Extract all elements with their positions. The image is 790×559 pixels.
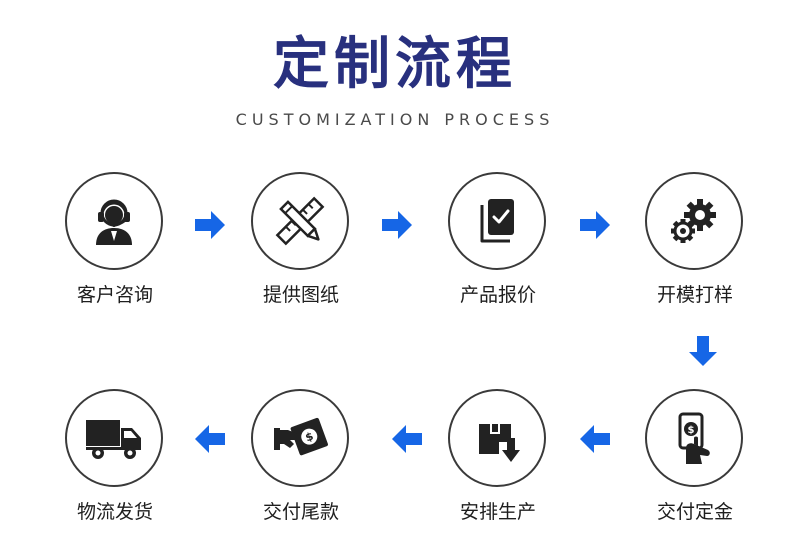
step-icon-ring: $ <box>251 389 349 487</box>
step-icon-ring <box>448 389 546 487</box>
step-logistics-shipping: 物流发货 <box>60 389 170 559</box>
ruler-pencil-icon <box>275 196 325 246</box>
step-pay-deposit: $ 交付定金 <box>640 389 750 559</box>
step-provide-drawings: 提供图纸 <box>246 172 356 342</box>
page-subtitle: CUSTOMIZATION PROCESS <box>235 110 555 129</box>
step-label: 交付定金 <box>656 501 733 523</box>
step-label: 安排生产 <box>459 501 536 523</box>
delivery-truck-icon <box>86 420 141 459</box>
step-icon-ring <box>65 172 163 270</box>
gears-icon <box>671 199 716 243</box>
step-label: 产品报价 <box>459 284 536 306</box>
arrow-down-icon <box>686 334 720 368</box>
hand-money-icon: $ <box>678 412 710 464</box>
box-download-icon <box>479 424 520 462</box>
arrow-left-icon <box>390 422 424 456</box>
arrow-left-icon <box>578 422 612 456</box>
step-icon-ring <box>251 172 349 270</box>
step-icon-ring: $ <box>645 389 743 487</box>
arrow-right-icon <box>380 208 414 242</box>
arrow-right-icon <box>193 208 227 242</box>
step-customer-consultation: 客户咨询 <box>60 172 170 342</box>
step-icon-ring <box>448 172 546 270</box>
arrow-left-icon <box>193 422 227 456</box>
page-title: 定制流程 <box>273 32 517 97</box>
headset-person-icon <box>96 199 132 245</box>
step-product-quote: 产品报价 <box>443 172 553 342</box>
document-check-icon <box>480 199 514 243</box>
step-label: 交付尾款 <box>262 501 339 523</box>
step-label: 提供图纸 <box>262 284 339 306</box>
step-label: 物流发货 <box>76 501 153 523</box>
step-icon-ring <box>645 172 743 270</box>
step-label: 客户咨询 <box>76 284 153 306</box>
step-pay-balance: $ 交付尾款 <box>246 389 356 559</box>
svg-text:$: $ <box>688 425 695 436</box>
arrow-right-icon <box>578 208 612 242</box>
svg-text:$: $ <box>304 430 316 445</box>
step-icon-ring <box>65 389 163 487</box>
step-label: 开模打样 <box>656 284 733 306</box>
hand-cash-icon: $ <box>274 417 328 456</box>
step-arrange-production: 安排生产 <box>443 389 553 559</box>
step-mold-sampling: 开模打样 <box>640 172 750 342</box>
